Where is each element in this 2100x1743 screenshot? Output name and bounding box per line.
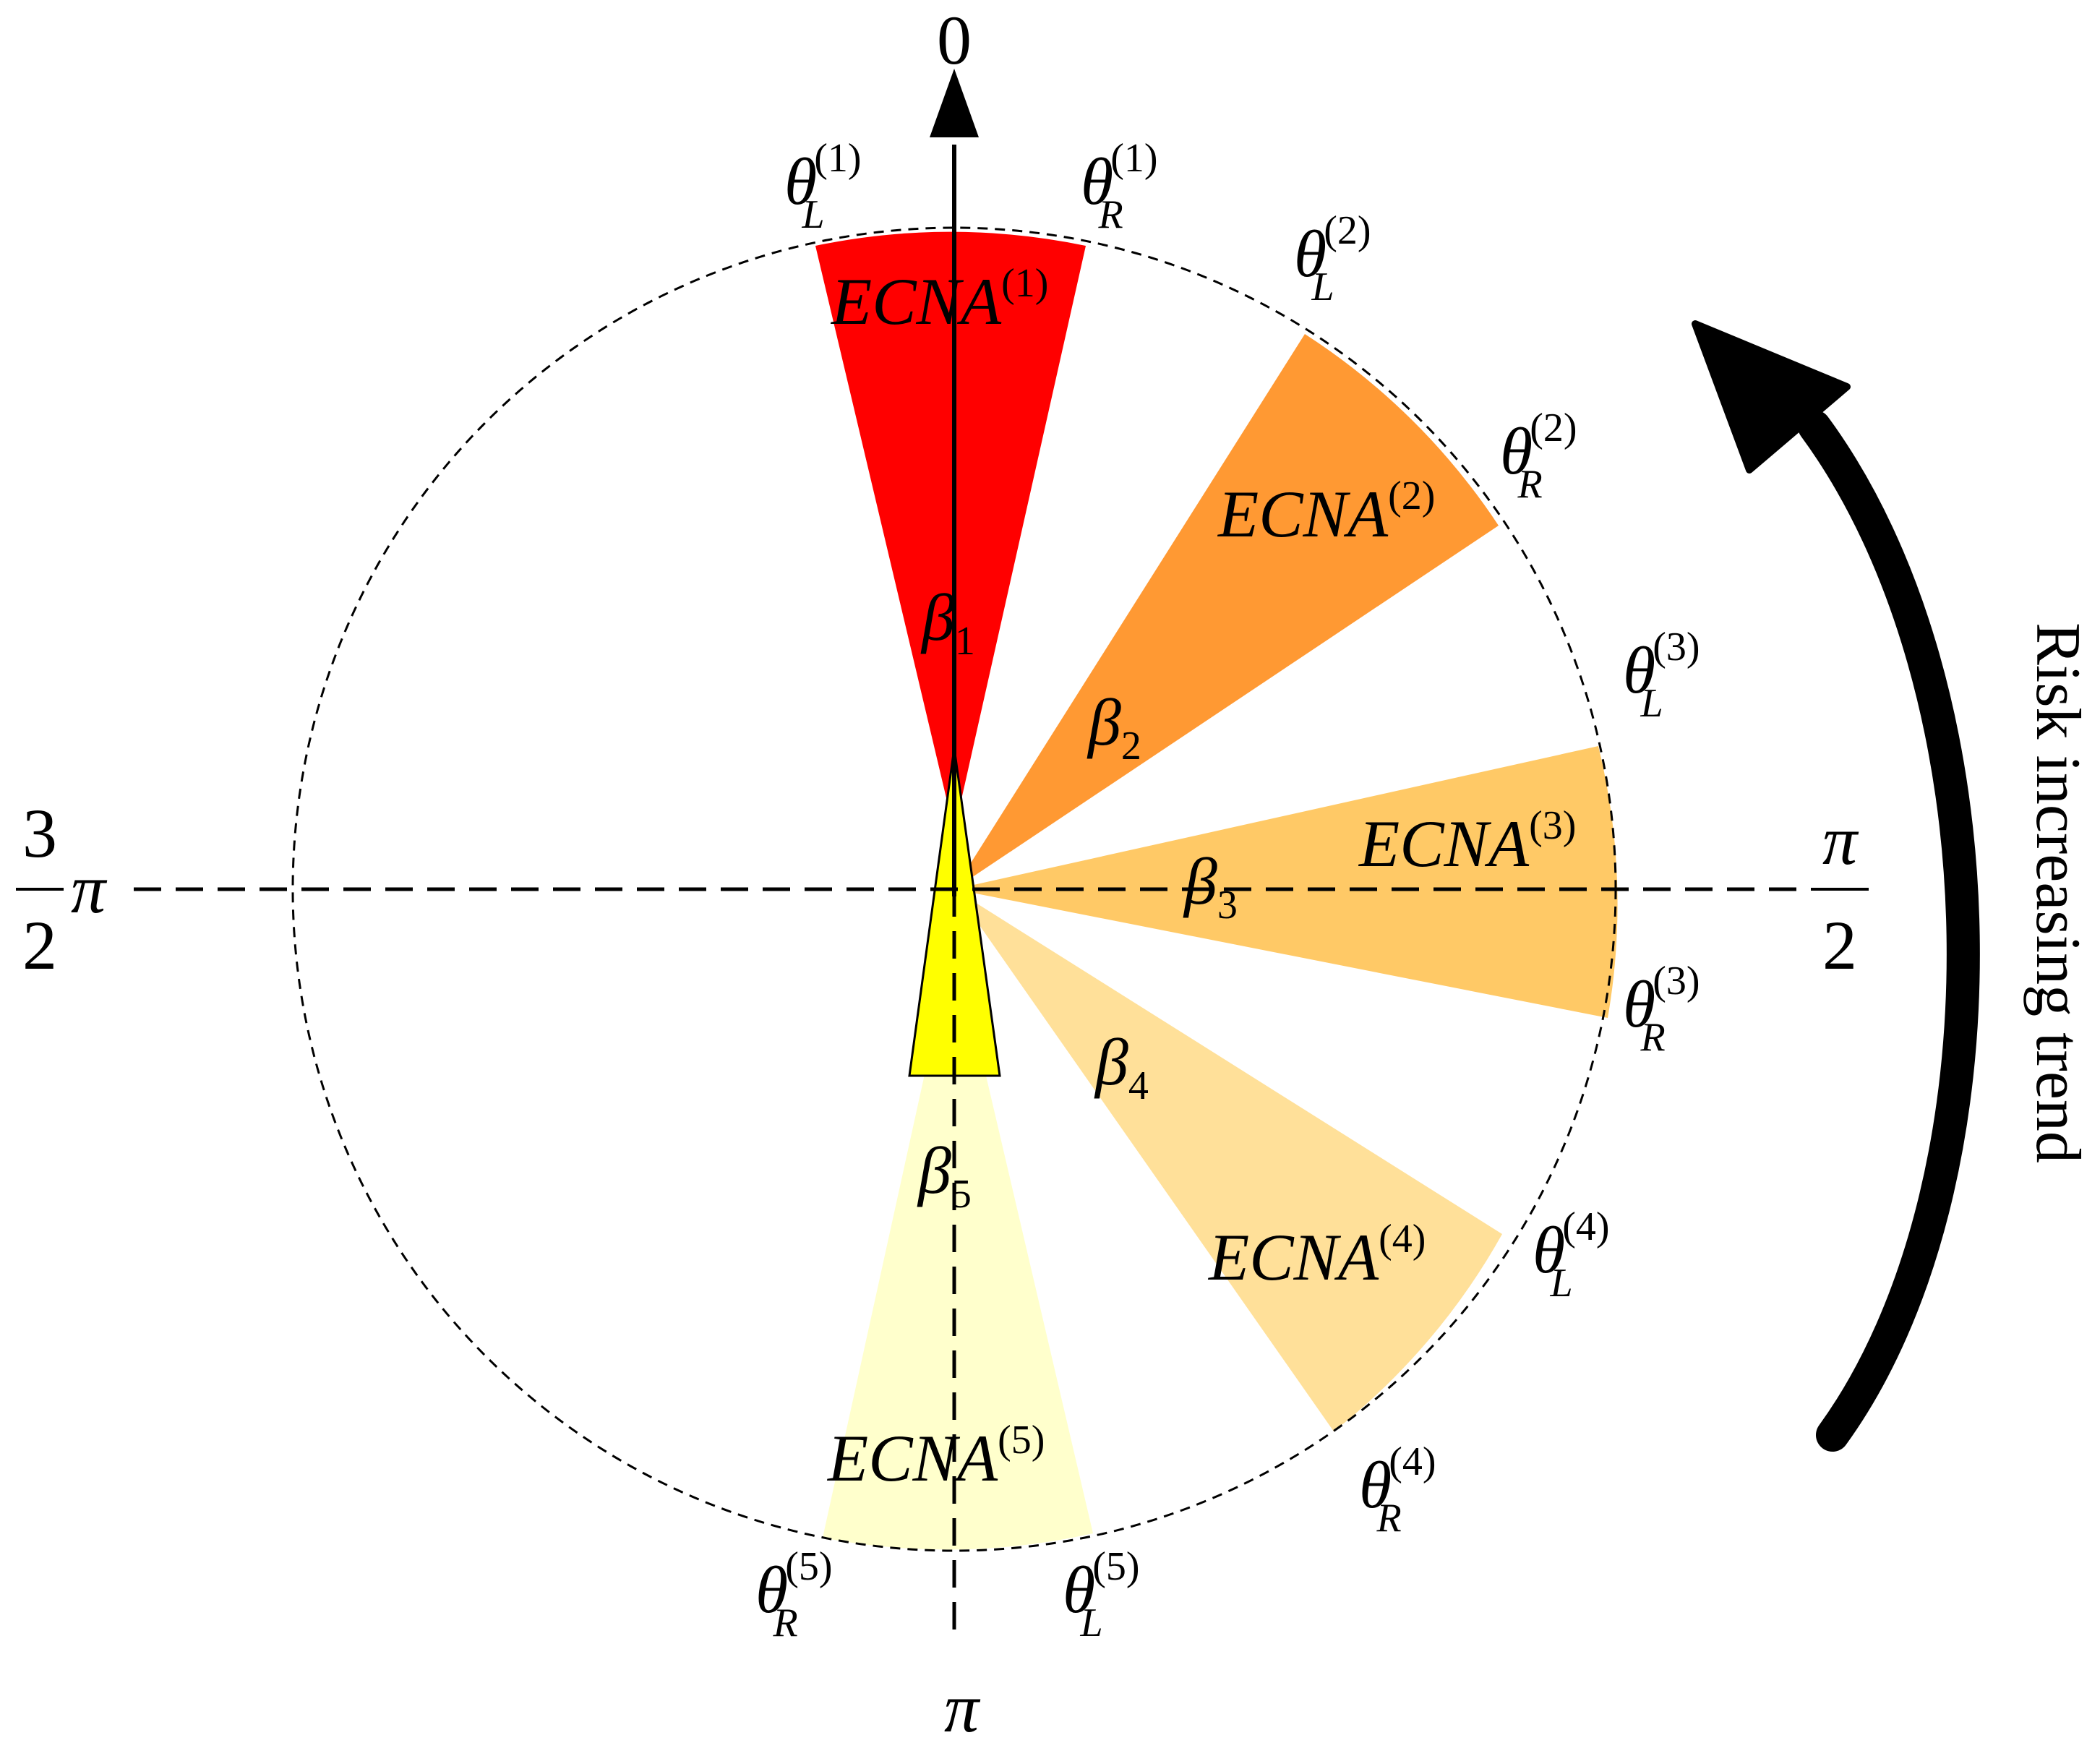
zero-arrowhead	[930, 69, 979, 137]
axis-label-bottom: π	[944, 1669, 981, 1743]
axis-right-numerator: π	[1822, 802, 1859, 879]
beta-label-4: β4	[1094, 1025, 1149, 1108]
theta-right-4: θ(4)R	[1359, 1439, 1436, 1541]
ecna-label-2: ECNA(2)	[1217, 474, 1435, 551]
theta-right-1: θ(1)R	[1081, 136, 1158, 237]
axis-left-denominator: 2	[22, 907, 57, 984]
axis-right-denominator: 2	[1822, 907, 1857, 984]
risk-trend-arrow-shaft	[1798, 410, 1980, 1452]
sector-wedge-5	[823, 940, 1093, 1550]
ecna-label-1: ECNA(1)	[830, 261, 1048, 338]
ecna-label-4: ECNA(4)	[1207, 1217, 1426, 1294]
beta-label-2: β2	[1087, 685, 1141, 768]
beta-label-3: β3	[1183, 844, 1238, 928]
axis-left-pi: π	[71, 850, 108, 928]
theta-labels: θ(1)L θ(1)R θ(2)L θ(2)R θ(3)L θ(3)R θ(4)…	[755, 136, 1700, 1645]
sector-wedge-2	[954, 334, 1499, 889]
sector-wedge-1	[815, 231, 1086, 831]
sector-wedge-4	[954, 889, 1502, 1431]
axis-label-right: π 2	[1811, 802, 1869, 984]
risk-trend-arrowhead	[1692, 320, 1851, 474]
sector-wedges	[815, 231, 1618, 1550]
ecna-labels: ECNA(1) ECNA(2) ECNA(3) ECNA(4) ECNA(5)	[826, 261, 1576, 1495]
theta-right-2: θ(2)R	[1500, 406, 1577, 507]
theta-right-3: θ(3)R	[1623, 959, 1700, 1060]
axis-label-top: 0	[937, 1, 972, 79]
axis-left-numerator: 3	[22, 795, 57, 872]
ecna-label-3: ECNA(3)	[1358, 803, 1576, 881]
sector-wedge-3	[954, 746, 1618, 1018]
beta-label-5: β5	[917, 1134, 972, 1217]
theta-right-5: θ(5)R	[755, 1544, 833, 1645]
theta-left-1: θ(1)L	[784, 136, 862, 237]
ecna-label-5: ECNA(5)	[826, 1418, 1045, 1495]
theta-left-3: θ(3)L	[1623, 625, 1700, 726]
risk-trend-label: Risk increasing trend	[2023, 622, 2093, 1163]
beta-labels: β1 β2 β3 β4 β5	[917, 581, 1238, 1217]
axis-labels: 0 π 3 2 π π 2	[16, 1, 1869, 1743]
theta-left-4: θ(4)L	[1533, 1204, 1610, 1306]
beta-label-1: β1	[920, 581, 975, 664]
axis-label-left: 3 2 π	[16, 795, 108, 984]
theta-left-5: θ(5)L	[1063, 1544, 1140, 1645]
theta-left-2: θ(2)L	[1294, 208, 1371, 309]
